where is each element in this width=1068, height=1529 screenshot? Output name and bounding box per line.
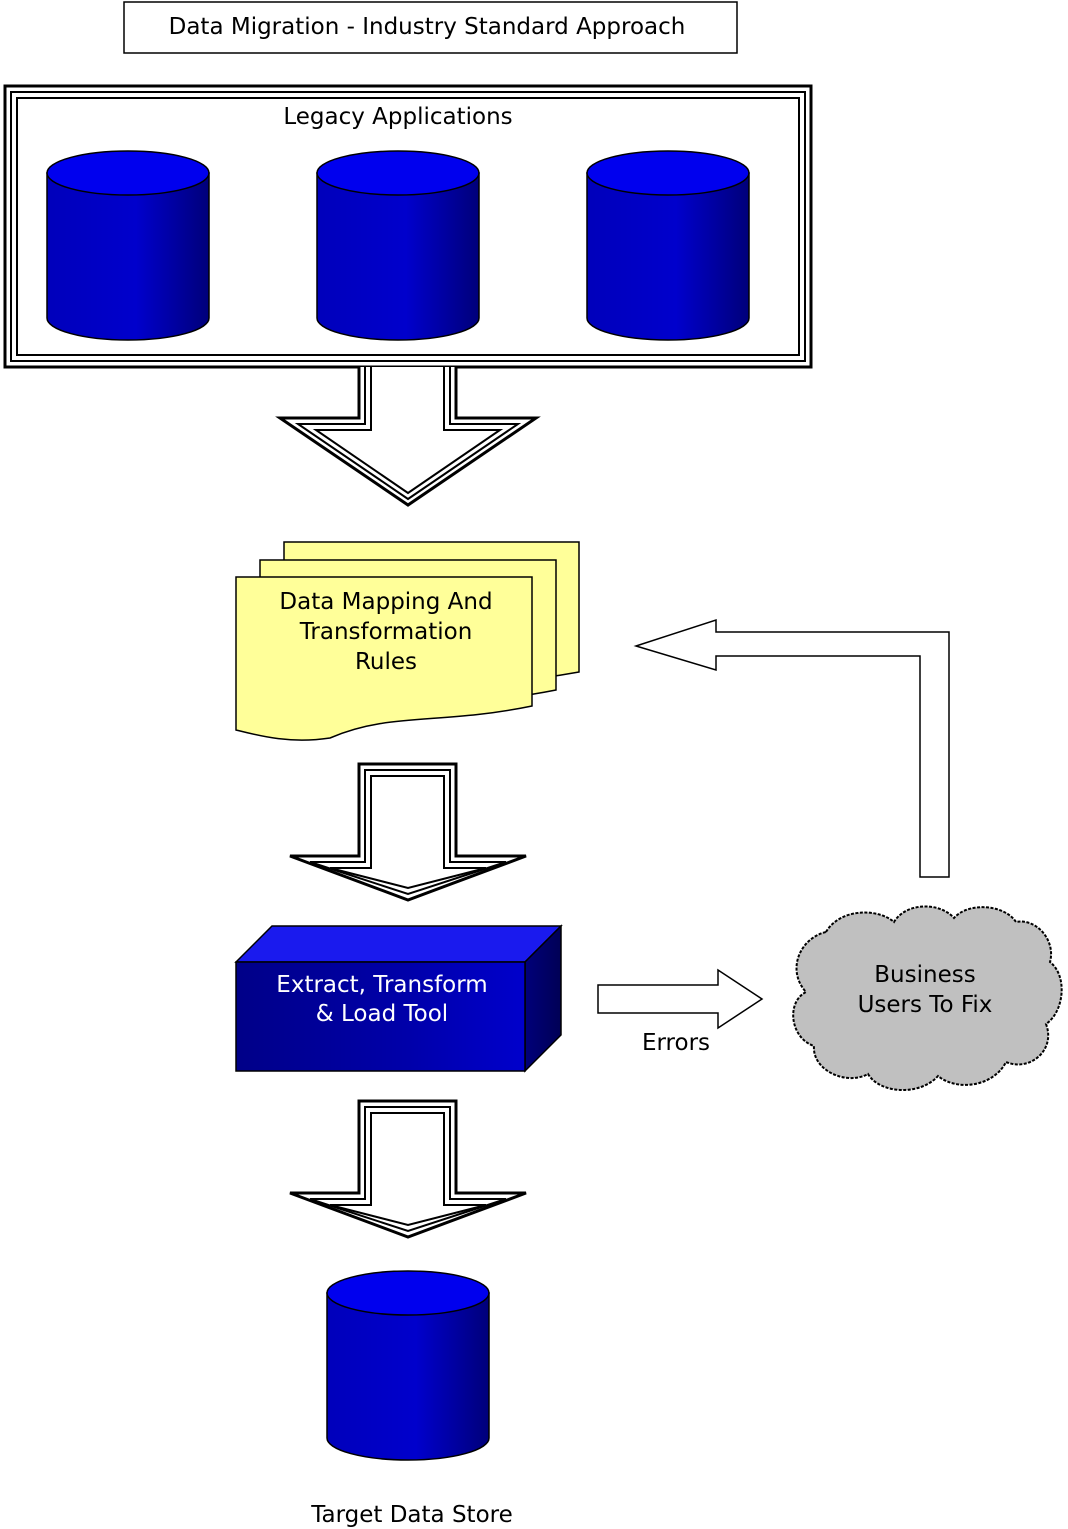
diagram-title: Data Migration - Industry Standard Appro… (169, 14, 686, 40)
data-mapping-rules-document (235, 541, 580, 741)
legacy-applications-label: Legacy Applications (283, 104, 512, 130)
legacy-to-rules-arrow (275, 367, 541, 507)
target-data-store-label: Target Data Store (310, 1502, 513, 1528)
title-box: Data Migration - Industry Standard Appro… (123, 1, 738, 54)
database-cylinder-2 (316, 150, 480, 341)
rules-line-1: Data Mapping And (279, 589, 492, 615)
database-cylinder-3 (586, 150, 750, 341)
business-line-2: Users To Fix (858, 992, 993, 1018)
business-users-cloud (792, 905, 1063, 1091)
business-line-1: Business (874, 962, 975, 988)
etl-line-1: Extract, Transform (276, 972, 487, 998)
etl-tool-box (234, 924, 563, 1073)
etl-to-target-arrow (289, 1099, 527, 1239)
errors-label: Errors (642, 1030, 710, 1056)
rules-line-2: Transformation (299, 619, 473, 645)
database-cylinder-1 (46, 150, 210, 341)
errors-arrow (597, 968, 764, 1030)
etl-line-2: & Load Tool (316, 1001, 448, 1027)
feedback-arrow (633, 618, 950, 878)
rules-to-etl-arrow (289, 762, 527, 902)
target-database-cylinder (326, 1270, 490, 1461)
rules-line-3: Rules (355, 649, 417, 675)
